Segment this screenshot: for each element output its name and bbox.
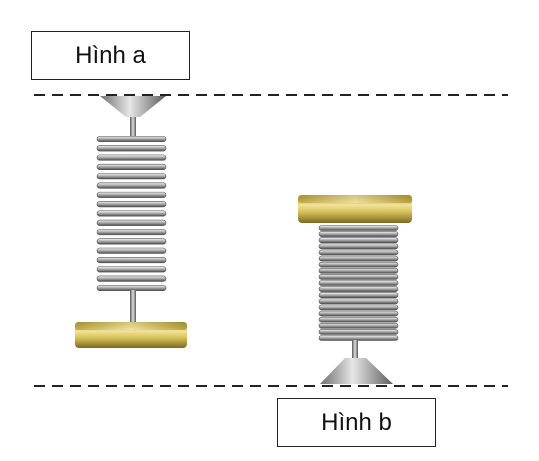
spring-coil [318,255,399,262]
figure-b-spring [318,225,399,341]
spring-coil [318,237,399,244]
spring-coil [318,261,399,268]
figure-a-cone [100,96,166,117]
spring-coil [96,145,167,152]
spring-coil [96,135,167,143]
figure-b-cone [320,358,393,384]
spring-coil [318,249,399,256]
label-hinh-b: Hình b [277,398,436,447]
spring-coil [318,316,399,323]
spring-coil [96,238,167,245]
spring-coil [96,154,167,161]
spring-coil [96,284,167,292]
spring-coil [318,231,399,237]
figure-a-upper-rod [130,117,136,136]
spring-coil [318,274,399,280]
spring-coil [318,304,399,311]
figure-a-lower-rod [130,290,136,322]
spring-coil [96,210,167,217]
spring-coil [96,247,167,254]
figure-a-spring [96,135,167,292]
spring-coil [96,163,167,170]
spring-coil [318,335,399,341]
figure-a [75,96,187,348]
spring-coil [318,267,399,274]
figure-b [298,195,412,384]
spring-coil [96,229,167,236]
label-hinh-a: Hình a [31,31,190,80]
spring-coil [96,219,167,226]
spring-coil [318,225,399,231]
spring-coil [318,286,399,292]
figure-a-weight [75,322,187,348]
figure-b-weight [298,195,412,223]
spring-coil [318,243,399,250]
spring-coil [318,329,399,335]
spring-coil [96,275,167,282]
figure-b-rod [352,340,358,358]
spring-coil [318,280,399,286]
spring-coil [96,173,167,180]
spring-coil [318,322,399,329]
spring-coil [318,298,399,305]
spring-coil [96,191,167,198]
spring-coil [96,182,167,189]
spring-coil [96,257,167,264]
spring-coil [318,310,399,317]
spring-coil [96,201,167,208]
spring-coil [318,292,399,299]
spring-coil [96,266,167,273]
